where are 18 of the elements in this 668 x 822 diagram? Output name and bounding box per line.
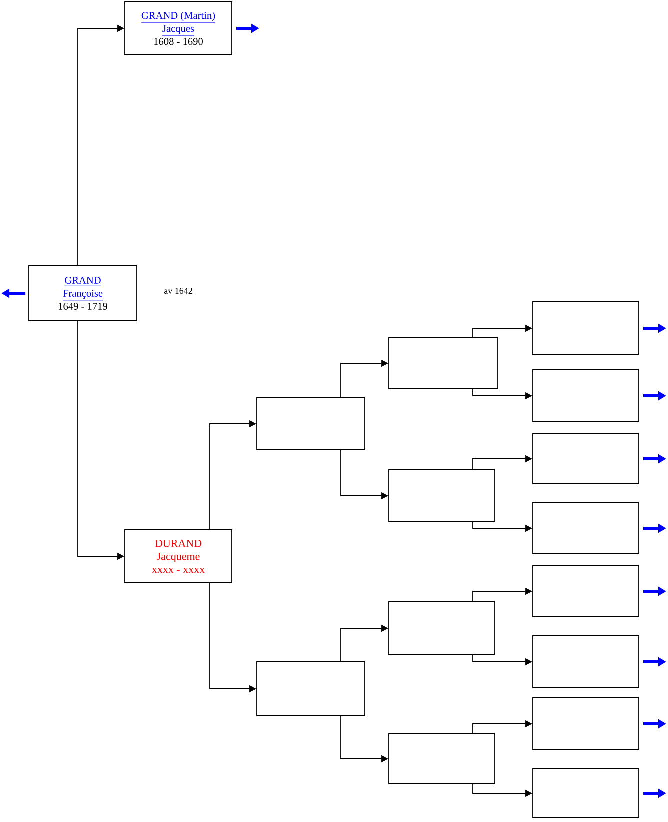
empty-box <box>532 698 640 750</box>
person-box: GRAND (Martin) Jacques 1608 - 1690 <box>124 2 232 56</box>
person-box: GRAND Françoise 1649 - 1719 <box>28 266 138 322</box>
empty-box <box>388 470 496 522</box>
empty-box <box>256 398 366 450</box>
empty-box <box>256 662 366 716</box>
empty-box <box>532 768 640 818</box>
empty-box <box>532 370 640 422</box>
empty-box <box>388 734 496 784</box>
empty-box <box>532 636 640 688</box>
empty-box <box>532 434 640 484</box>
person-box: DURAND Jacqueme xxxx - xxxx <box>124 530 232 584</box>
empty-box <box>388 338 498 390</box>
empty-box <box>532 566 640 618</box>
date-label: av 1642 <box>164 288 192 294</box>
empty-box <box>532 502 640 554</box>
empty-box <box>388 602 496 656</box>
empty-box <box>532 302 640 356</box>
